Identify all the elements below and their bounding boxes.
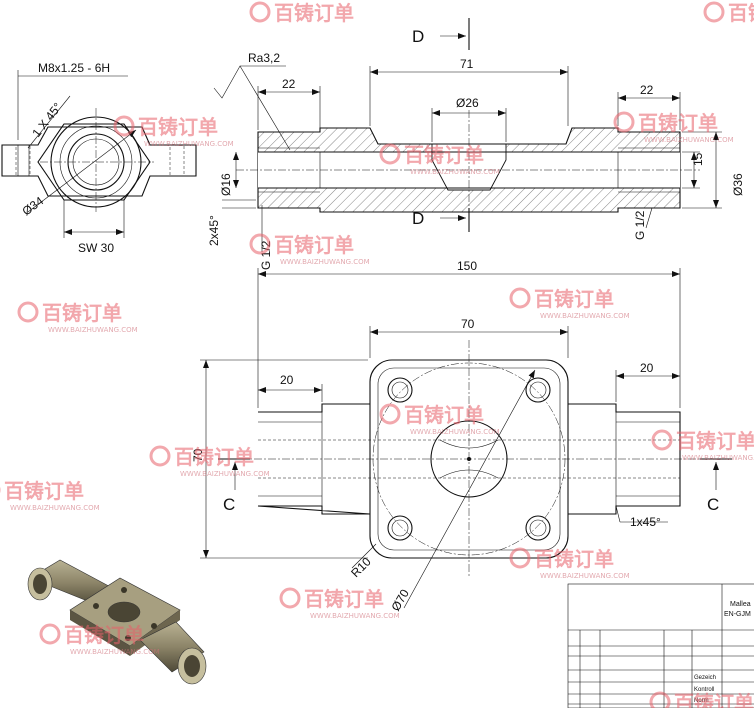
plan-view: 150 70 20 20 70 R10 Ø70 1x45° C C bbox=[191, 259, 732, 614]
svg-text:WWW.BAIZHUWANG.COM: WWW.BAIZHUWANG.COM bbox=[410, 168, 500, 176]
svg-text:百铸订单: 百铸订单 bbox=[404, 143, 484, 167]
svg-text:百铸订单: 百铸订单 bbox=[304, 587, 384, 611]
svg-text:WWW.BAIZHUWANG.COM: WWW.BAIZHUWANG.COM bbox=[70, 648, 160, 656]
isometric-model-image bbox=[27, 559, 207, 685]
watermark-logo: 百铸订单 bbox=[649, 691, 754, 708]
svg-text:WWW.BAIZHUWANG.COM: WWW.BAIZHUWANG.COM bbox=[540, 312, 630, 320]
watermark-logo: 百铸订单 WWW.BAIZHUWANG.COM bbox=[613, 111, 734, 144]
dim-dia-36: Ø36 bbox=[731, 173, 745, 196]
svg-text:WWW.BAIZHUWANG.COM: WWW.BAIZHUWANG.COM bbox=[310, 612, 400, 620]
chamfer-label: 1 X 45° bbox=[29, 100, 64, 140]
chamfer-1x45: 1x45° bbox=[630, 515, 661, 529]
svg-text:百铸订单: 百铸订单 bbox=[274, 233, 354, 257]
svg-text:百铸订单: 百铸订单 bbox=[138, 115, 218, 139]
dim-71: 71 bbox=[460, 57, 474, 71]
svg-text:WWW.BAIZHUWANG.COM: WWW.BAIZHUWANG.COM bbox=[280, 258, 370, 266]
watermark-logo: 百铸订单 bbox=[249, 1, 354, 25]
dia-34-label: Ø34 bbox=[20, 194, 47, 219]
svg-text:WWW.BAIZHUWANG.COM: WWW.BAIZHUWANG.COM bbox=[540, 572, 630, 580]
section-view: 22 71 22 Ø26 Ra3,2 Ø16 2x45° G 1/2 15 Ø3… bbox=[207, 18, 745, 270]
watermark-logo: 百铸订单 WWW.BAIZHUWANG.COM bbox=[651, 429, 754, 462]
section-d-bottom: D bbox=[412, 209, 424, 228]
section-c-right: C bbox=[707, 495, 719, 514]
thread-label: M8x1.25 - 6H bbox=[38, 61, 110, 75]
svg-text:百铸订单: 百铸订单 bbox=[404, 403, 484, 427]
watermark-logo: 百铸订单 WWW.BAIZHUWANG.COM bbox=[279, 587, 400, 620]
svg-text:WWW.BAIZHUWANG.COM: WWW.BAIZHUWANG.COM bbox=[48, 326, 138, 334]
svg-text:WWW.BAIZHUWANG.COM: WWW.BAIZHUWANG.COM bbox=[410, 428, 500, 436]
row-kontroll: Kontroll bbox=[694, 687, 714, 693]
dim-height-70: 70 bbox=[191, 448, 205, 462]
svg-text:百铸订单: 百铸订单 bbox=[4, 479, 84, 503]
dim-dia-16: Ø16 bbox=[219, 173, 233, 196]
dim-15: 15 bbox=[691, 152, 705, 166]
sw-label: SW 30 bbox=[78, 241, 114, 255]
watermark-logo: 百铸订单 WWW.BAIZHUWANG.COM bbox=[509, 287, 630, 320]
dim-flange-70: 70 bbox=[461, 317, 475, 331]
svg-text:WWW.BAIZHUWANG.COM: WWW.BAIZHUWANG.COM bbox=[644, 136, 734, 144]
svg-text:百铸订单: 百铸订单 bbox=[638, 111, 718, 135]
svg-text:百铸订单: 百铸订单 bbox=[64, 623, 144, 647]
roughness-label: Ra3,2 bbox=[248, 51, 280, 65]
bolt-holes bbox=[387, 377, 551, 541]
svg-text:WWW.BAIZHUWANG.COM: WWW.BAIZHUWANG.COM bbox=[10, 504, 100, 512]
watermark-logo: 百铸订单 WWW.BAIZHUWANG.COM bbox=[379, 143, 500, 176]
svg-text:百铸订单: 百铸订单 bbox=[674, 691, 754, 708]
thread-g12-left: G 1/2 bbox=[259, 240, 273, 270]
dim-20-right: 20 bbox=[640, 361, 654, 375]
dim-22-right: 22 bbox=[640, 83, 654, 97]
watermark-logo: 百铸订单 WWW.BAIZHUWANG.COM bbox=[17, 301, 138, 334]
svg-text:百铸订单: 百铸订单 bbox=[534, 287, 614, 311]
svg-text:WWW.BAIZHUWANG.COM: WWW.BAIZHUWANG.COM bbox=[144, 140, 234, 148]
dim-150: 150 bbox=[457, 259, 477, 273]
svg-text:百铸订单: 百铸订单 bbox=[42, 301, 122, 325]
row-norm: Norm bbox=[694, 698, 709, 704]
svg-text:百铸订单: 百铸订单 bbox=[534, 547, 614, 571]
watermark-logo: 百铸订单 WWW.BAIZHUWANG.COM bbox=[113, 115, 234, 148]
watermark-logo: 百铸订单 WWW.BAIZHUWANG.COM bbox=[249, 233, 370, 266]
watermark-logo: 百铸订单 WWW.BAIZHUWANG.COM bbox=[509, 547, 630, 580]
watermark-logo: 百铸订单 WWW.BAIZHUWANG.COM bbox=[379, 403, 500, 436]
watermark-logo: 百铸订单 WWW.BAIZHUWANG.COM bbox=[0, 479, 100, 512]
svg-text:百铸订单: 百铸订单 bbox=[728, 1, 754, 25]
svg-text:WWW.BAIZHUWANG.COM: WWW.BAIZHUWANG.COM bbox=[180, 470, 270, 478]
end-view: M8x1.25 - 6H 1 X 45° Ø34 SW 30 bbox=[1, 61, 197, 255]
section-d-top: D bbox=[412, 27, 424, 46]
chamfer-2x45: 2x45° bbox=[207, 215, 221, 246]
svg-text:百铸订单: 百铸订单 bbox=[676, 429, 754, 453]
svg-text:WWW.BAIZHUWANG.COM: WWW.BAIZHUWANG.COM bbox=[682, 454, 754, 462]
watermark-logo: 百铸订单 WWW.BAIZHUWANG.COM bbox=[149, 445, 270, 478]
svg-text:百铸订单: 百铸订单 bbox=[174, 445, 254, 469]
material-line-1: Mallea bbox=[730, 601, 751, 608]
row-gezeich: Gezeich bbox=[694, 675, 716, 681]
dim-22-left: 22 bbox=[282, 77, 296, 91]
dim-20-left: 20 bbox=[280, 373, 294, 387]
watermark-logo: 百铸订单 bbox=[703, 1, 754, 25]
material-line-2: EN-GJM bbox=[724, 611, 751, 618]
title-block: Mallea EN-GJM Gezeich Kontroll Norm bbox=[567, 583, 754, 708]
watermark-logo: 百铸订单 WWW.BAIZHUWANG.COM bbox=[39, 623, 160, 656]
svg-text:百铸订单: 百铸订单 bbox=[274, 1, 354, 25]
thread-g12-right: G 1/2 bbox=[633, 210, 647, 240]
section-c-left: C bbox=[223, 495, 235, 514]
dim-dia-26: Ø26 bbox=[456, 96, 479, 110]
